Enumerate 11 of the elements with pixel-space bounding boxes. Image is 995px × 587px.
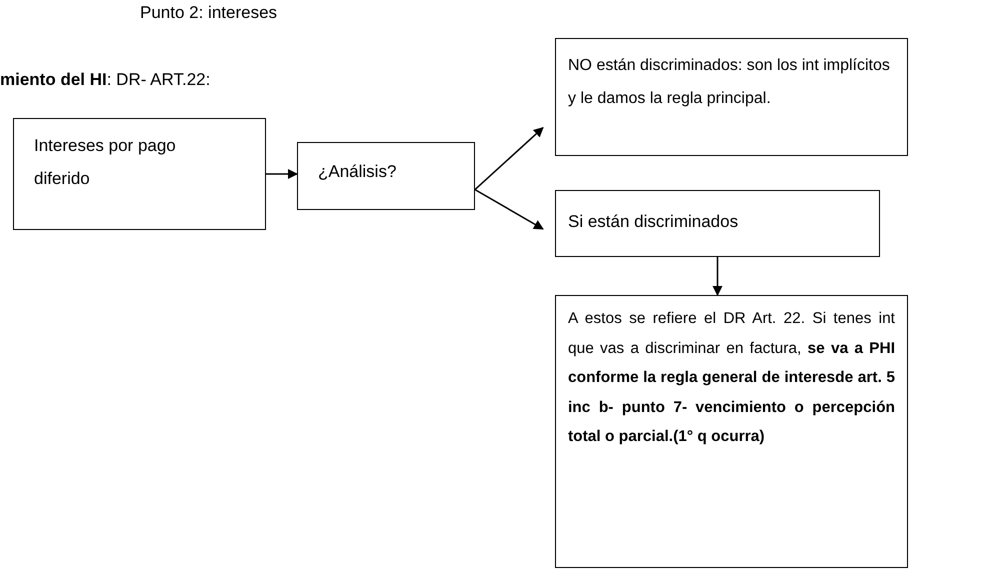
process-box: Si están discriminados <box>555 190 880 257</box>
process-box: Intereses por pago diferido <box>13 118 266 230</box>
process-box: NO están discriminados: son los int implícitos y le damos la regla principal. <box>555 38 908 156</box>
arrow <box>712 257 722 296</box>
arrow <box>266 169 298 179</box>
heading-text: Punto 2: intereses <box>140 2 278 24</box>
arrow <box>474 127 544 190</box>
process-box: A estos se refiere el DR Art. 22. Si tenes int que vas a discriminar en factura, se va a PHI conforme la regla general de interesde art. 5 inc b- punto 7- vencimiento o percepción total o parcial.(1° q ocurra) <box>555 295 908 568</box>
arrow <box>474 188 544 230</box>
section-text: miento del HI: DR- ART.22: <box>0 69 210 91</box>
process-box: ¿Análisis? <box>297 142 475 210</box>
